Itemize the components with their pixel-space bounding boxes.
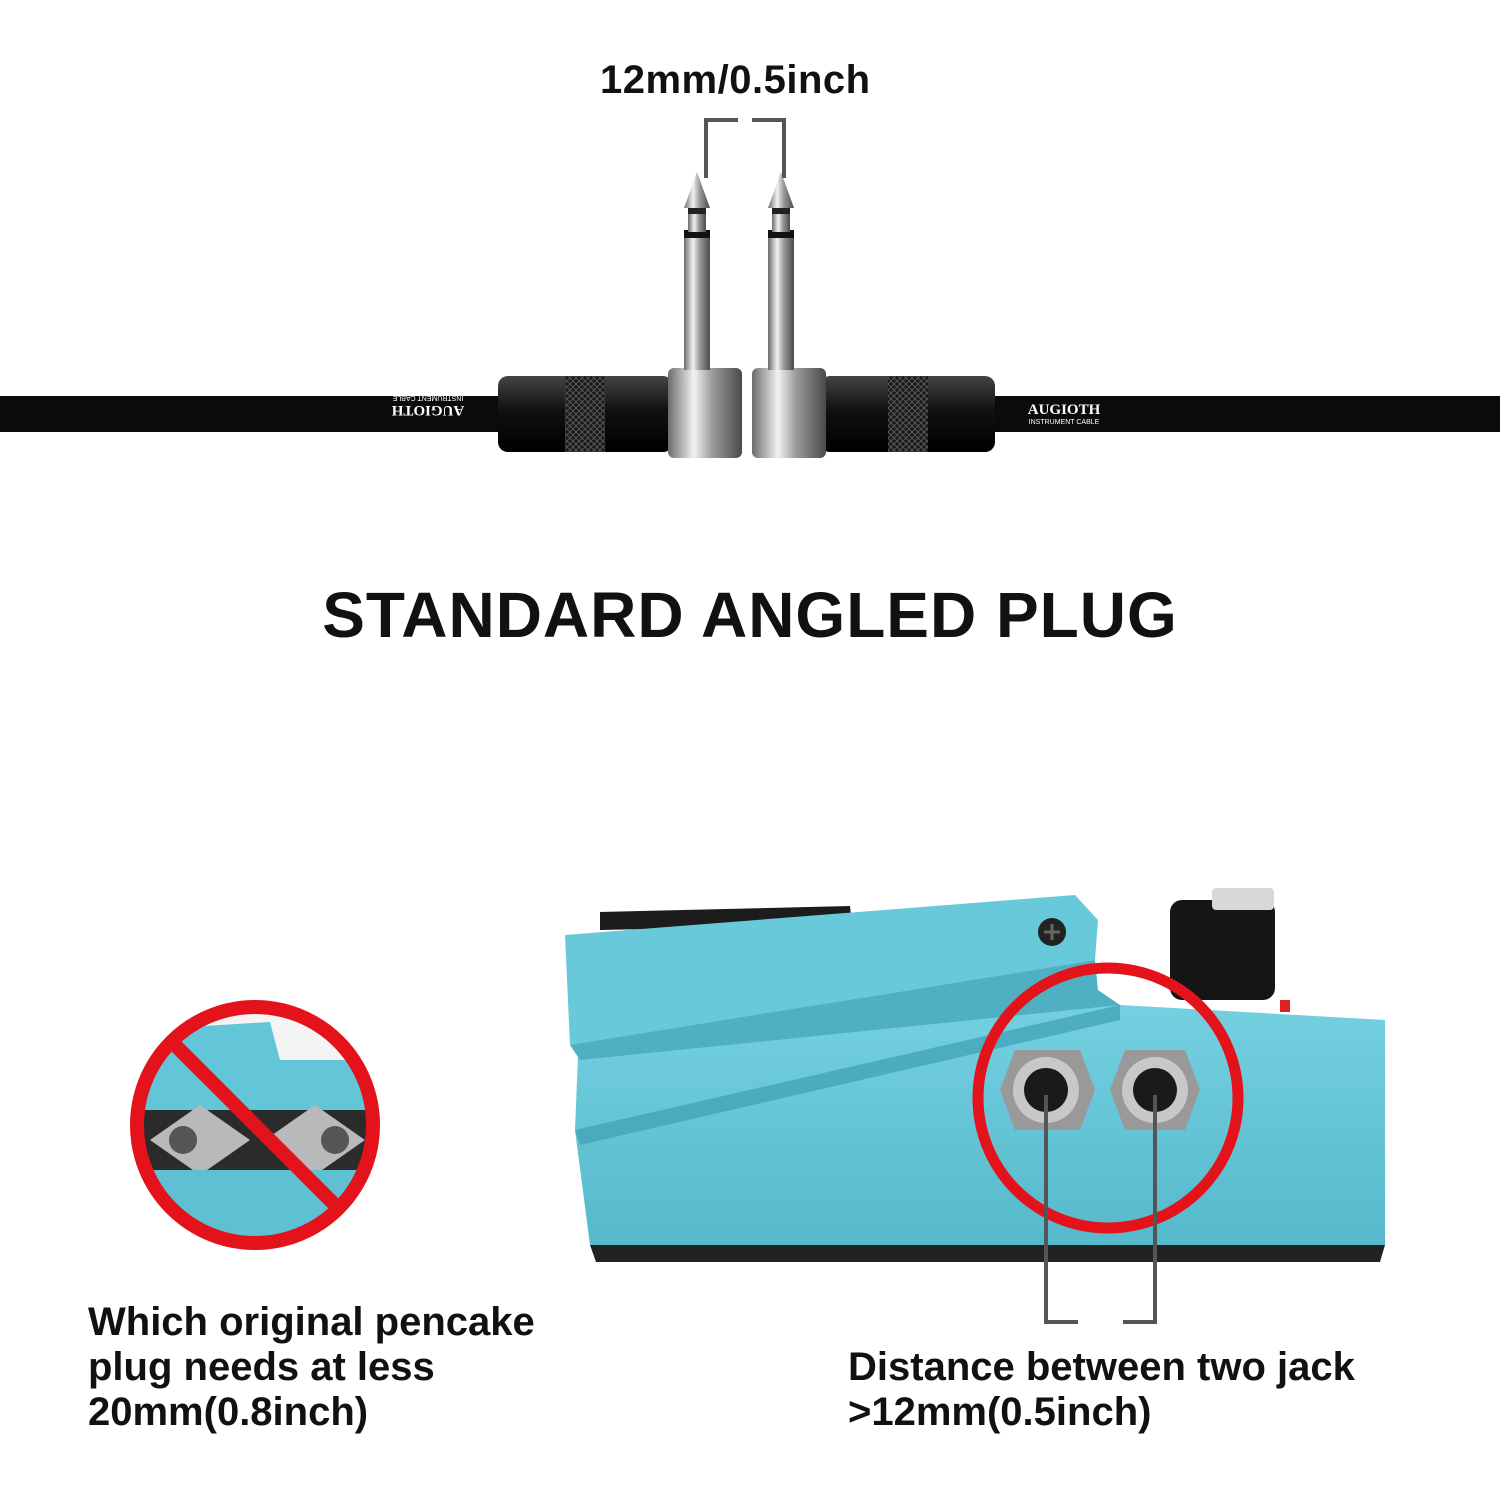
cable-brand-right: AUGIOTH INSTRUMENT CABLE (1028, 402, 1101, 426)
no-symbol-icon (130, 1000, 380, 1250)
svg-text:AUGIOTH: AUGIOTH (1028, 402, 1101, 418)
right-caption-line: Distance between two jack (848, 1345, 1355, 1389)
plug-head-right (752, 368, 826, 458)
bottom-dimension-bracket (1044, 1095, 1157, 1324)
plug-tip-right (768, 172, 794, 370)
right-caption-line: >12mm(0.5inch) (848, 1390, 1152, 1434)
pedal-knob (1170, 900, 1275, 1000)
cable-left (0, 396, 505, 432)
top-dimension-bracket (704, 118, 786, 178)
svg-text:AUGIOTH: AUGIOTH (391, 402, 464, 418)
svg-text:INSTRUMENT CABLE: INSTRUMENT CABLE (1029, 419, 1100, 426)
left-caption-line: Which original pencake (88, 1300, 535, 1344)
plug-head-left (668, 368, 742, 458)
jack-highlight-circle (972, 962, 1244, 1234)
svg-text:INSTRUMENT CABLE: INSTRUMENT CABLE (392, 394, 463, 401)
jack-output (1110, 1050, 1200, 1130)
right-caption: Distance between two jack >12mm(0.5inch) (848, 1345, 1355, 1435)
left-caption-line: 20mm(0.8inch) (88, 1390, 369, 1434)
dimension-label: 12mm/0.5inch (600, 58, 871, 102)
cable-brand-left: AUGIOTH INSTRUMENT CABLE (391, 394, 464, 418)
headline: STANDARD ANGLED PLUG (322, 579, 1178, 651)
plug-knurl-left (565, 376, 605, 452)
cable-right (990, 396, 1500, 432)
cable-illustration: AUGIOTH INSTRUMENT CABLE AUGIOTH INSTRUM… (0, 118, 1500, 458)
pedal-illustration (565, 888, 1385, 1324)
left-caption-line: plug needs at less (88, 1345, 435, 1389)
jack-input (1000, 1050, 1095, 1130)
plug-knurl-right (888, 376, 928, 452)
left-caption: Which original pencake plug needs at les… (88, 1300, 535, 1435)
plug-tip-left (684, 172, 710, 370)
